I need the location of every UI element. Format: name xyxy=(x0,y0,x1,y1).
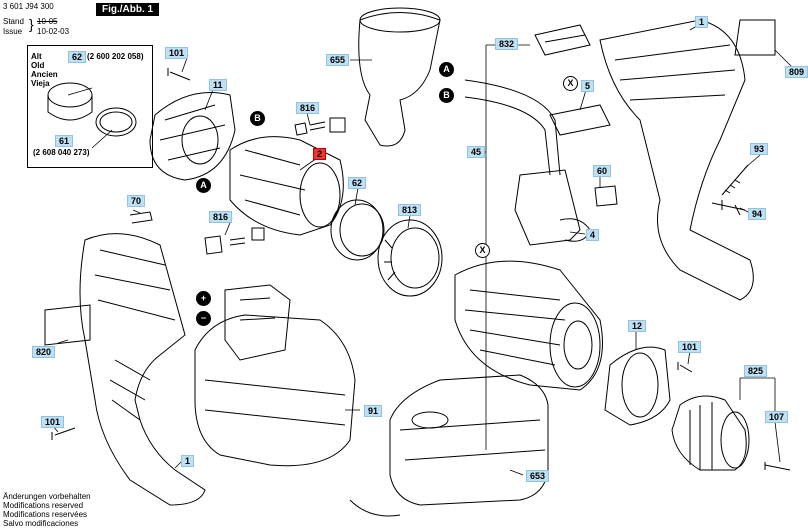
footer-line-de: Änderungen vorbehalten xyxy=(3,492,91,501)
part-5-drawing xyxy=(549,104,611,136)
part-tag-655: 655 xyxy=(326,54,350,66)
legend-alt: Alt xyxy=(31,52,42,61)
part-tag-809: 809 xyxy=(785,66,808,78)
marker-b-wire: B xyxy=(439,88,454,103)
footer-line-fr: Modifications reservées xyxy=(3,510,88,519)
part-tag-816-lower: 816 xyxy=(209,211,233,223)
legend-old: Old xyxy=(31,61,45,70)
part-tag-820: 820 xyxy=(32,346,56,358)
part-tag-1-right: 1 xyxy=(695,16,709,28)
stand-value: 10-05 xyxy=(37,17,58,26)
part-tag-60: 60 xyxy=(593,165,612,177)
ring-62-drawing xyxy=(330,199,385,261)
marker-b-motor: B xyxy=(250,111,265,126)
ring-813-drawing xyxy=(377,219,443,297)
brush-holder-816-upper-drawing xyxy=(294,117,346,136)
brace-symbol: } xyxy=(29,16,34,32)
part-tag-11: 11 xyxy=(209,79,227,91)
part-tag-5: 5 xyxy=(581,80,595,92)
part-tag-653: 653 xyxy=(526,470,550,482)
marker-x-top: X xyxy=(563,76,578,91)
part-tag-101-bottom-left: 101 xyxy=(41,416,65,428)
clip-70-drawing xyxy=(129,211,153,224)
left-housing-820-drawing xyxy=(44,233,206,506)
motor-housing-11-drawing xyxy=(149,92,236,181)
screw-101-bottom-left-drawing xyxy=(51,427,76,440)
part-tag-45: 45 xyxy=(467,146,486,158)
part-number: 3 601 J94 300 xyxy=(3,2,54,11)
part-tag-91: 91 xyxy=(364,405,383,417)
part-tag-4: 4 xyxy=(586,229,600,241)
part-tag-70: 70 xyxy=(127,195,146,207)
legend-vieja: Vieja xyxy=(31,79,50,88)
stand-label: Stand xyxy=(3,17,24,26)
battery-91-drawing xyxy=(194,284,356,467)
right-housing-1-drawing xyxy=(599,19,776,301)
marker-a-wire: A xyxy=(439,62,454,77)
footer-line-en: Modifications reserved xyxy=(3,501,84,510)
marker-plus: + xyxy=(196,291,211,306)
part-60-drawing xyxy=(594,185,618,207)
old-part-legend-box xyxy=(27,45,153,168)
brush-holder-816-lower-drawing xyxy=(204,227,265,255)
part-94-drawing xyxy=(711,200,746,216)
legend-part-62-ref: (2 600 202 058) xyxy=(87,52,144,61)
issue-label: Issue xyxy=(3,27,23,36)
part-tag-101-right: 101 xyxy=(678,341,702,353)
part-tag-825: 825 xyxy=(744,365,768,377)
marker-minus: − xyxy=(196,311,211,326)
old-ring-62-drawing xyxy=(47,82,137,137)
part-tag-94: 94 xyxy=(748,208,767,220)
charger-653-drawing xyxy=(349,374,549,517)
part-tag-93: 93 xyxy=(750,143,769,155)
part-tag-816-upper: 816 xyxy=(296,102,320,114)
sleeve-655-drawing xyxy=(358,7,441,147)
legend-ancien: Ancien xyxy=(31,70,58,79)
part-tag-2: 2 xyxy=(313,148,327,160)
figure-label: Fig./Abb. 1 xyxy=(96,3,160,16)
legend-part-62-tag: 62 xyxy=(68,51,87,63)
chuck-825-drawing xyxy=(671,395,750,471)
marker-x-gearbox: X xyxy=(475,243,490,258)
front-cover-12-drawing xyxy=(604,346,671,426)
part-tag-1-left: 1 xyxy=(181,455,195,467)
part-tag-101-top: 101 xyxy=(165,47,189,59)
part-tag-12: 12 xyxy=(628,320,647,332)
spring-93-drawing xyxy=(721,164,749,196)
issue-value: 10-02-03 xyxy=(37,27,70,36)
screw-101-right-drawing xyxy=(677,362,693,373)
legend-part-61-tag: 61 xyxy=(55,135,74,147)
footer-line-es: Salvo modificaciones xyxy=(3,519,79,528)
marker-a-motor: A xyxy=(196,178,211,193)
slider-832-drawing xyxy=(534,24,591,56)
part-tag-107: 107 xyxy=(765,411,789,423)
screw-107-drawing xyxy=(764,462,791,471)
gearbox-drawing xyxy=(454,260,603,391)
screw-101-top-drawing xyxy=(167,68,191,81)
switch-4-drawing xyxy=(464,79,591,246)
legend-part-61-ref: (2 608 040 273) xyxy=(33,148,90,157)
part-tag-62: 62 xyxy=(348,177,367,189)
part-tag-813: 813 xyxy=(398,204,422,216)
motor-2-drawing xyxy=(229,136,344,236)
part-tag-832: 832 xyxy=(495,38,519,50)
